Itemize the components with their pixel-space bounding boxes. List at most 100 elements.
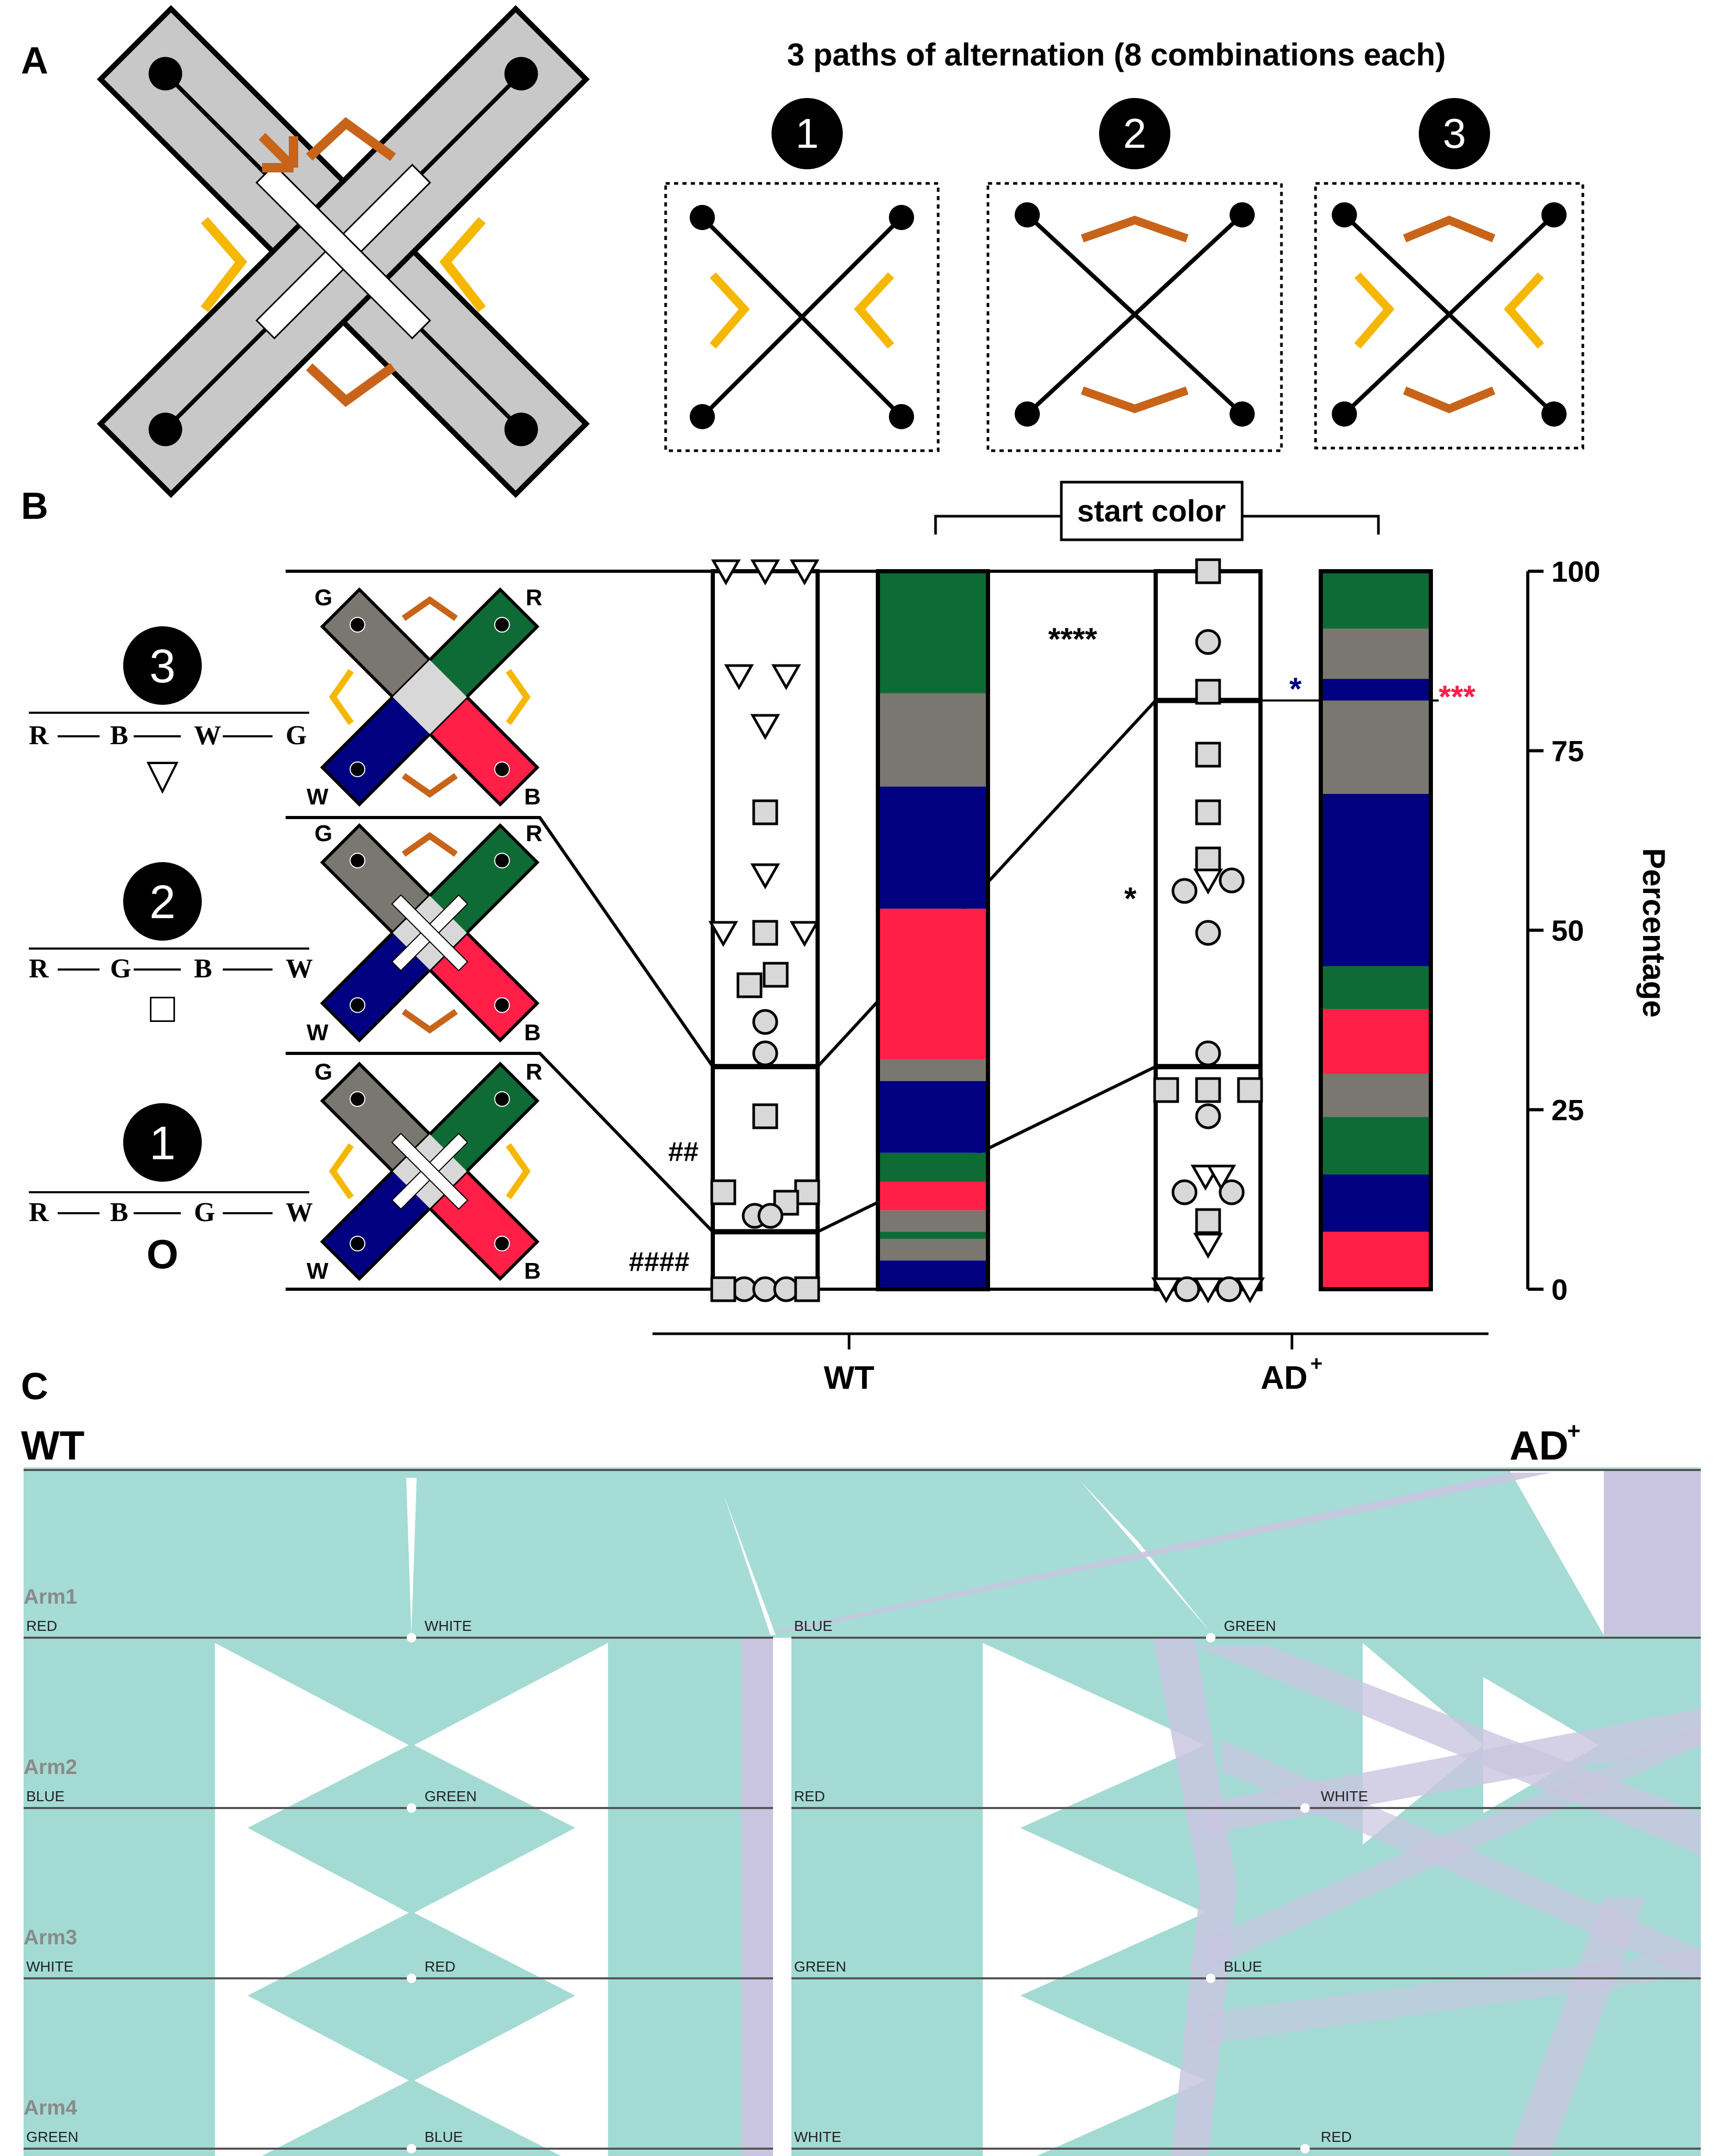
wt-arm1-left: RED — [26, 1618, 57, 1634]
arm-letter-b-2: B — [524, 1020, 541, 1046]
point-circle-13 — [752, 1009, 778, 1035]
wt-color-bar-seg-8 — [878, 908, 988, 1060]
arm-letter-w-3: W — [307, 784, 329, 810]
legend-3-number: 3 — [149, 640, 176, 693]
point-circle-22 — [731, 1276, 757, 1302]
point-triangle-2 — [789, 559, 820, 586]
path-number-2-text: 2 — [1123, 110, 1147, 157]
wt-color-bar-seg-9 — [878, 787, 988, 909]
legend-2-seq-3: W — [286, 954, 313, 984]
arm-letters: G R W B G R W B G R W B — [307, 585, 542, 1284]
legend-2-number: 2 — [149, 876, 176, 929]
point-square-11 — [763, 962, 789, 988]
point-circle-14 — [752, 1040, 778, 1066]
wt-hash-upper: ## — [668, 1137, 699, 1167]
ad-color-bar-seg-7 — [1321, 700, 1431, 794]
path-1-diagram — [664, 182, 940, 452]
point-square-15 — [752, 1103, 778, 1129]
point-square-9 — [752, 920, 778, 946]
point-square-39 — [1153, 1077, 1179, 1103]
arm-label-4: Arm4 — [24, 2096, 78, 2119]
arm-letter-b-3: B — [524, 784, 541, 810]
point-triangle-0 — [711, 559, 741, 586]
wt-color-bar-seg-11 — [878, 571, 988, 693]
point-triangle-5 — [750, 714, 780, 741]
point-square-26 — [710, 1276, 736, 1302]
wt-color-bar-seg-4 — [878, 1181, 988, 1211]
ad-star-blue: * — [1289, 671, 1302, 706]
point-square-32 — [1195, 799, 1221, 825]
point-circle-43 — [1171, 1179, 1198, 1205]
ad-color-bar-seg-5 — [1321, 966, 1431, 1009]
path-number-1-text: 1 — [796, 110, 819, 157]
point-square-33 — [1195, 846, 1221, 873]
point-square-28 — [1195, 558, 1221, 584]
wt-arm2-right: GREEN — [425, 1788, 477, 1804]
ad-star-mid: * — [1124, 881, 1137, 916]
wt-arm1-right: WHITE — [425, 1618, 472, 1634]
point-circle-35 — [1219, 867, 1245, 894]
point-triangle-36 — [1193, 868, 1223, 895]
point-square-16 — [710, 1179, 736, 1205]
node-labels: RED WHITE BLUE GREEN WHITE RED GREEN BLU… — [26, 1618, 1368, 2145]
point-square-27 — [794, 1276, 820, 1302]
wt-color-bar-seg-7 — [878, 1059, 988, 1081]
point-square-47 — [1195, 1208, 1221, 1234]
path-3-diagram — [1314, 182, 1584, 450]
colored-x-2 — [320, 823, 540, 1043]
point-circle-37 — [1195, 920, 1221, 946]
x-maze-diagram — [96, 5, 590, 498]
alluvial-diagram — [24, 1467, 1701, 2156]
point-triangle-10 — [789, 921, 820, 948]
y-tick-label-50: 50 — [1551, 914, 1584, 947]
point-triangle-1 — [750, 559, 780, 586]
ad-color-bar-seg-1 — [1321, 1174, 1431, 1232]
legend-2-seq-2: B — [194, 954, 212, 984]
legend-3-symbol: ▽ — [146, 751, 179, 798]
ad-color-bar-seg-9 — [1321, 628, 1431, 679]
point-circle-24 — [773, 1276, 799, 1302]
legend-1-seq-1: B — [110, 1197, 128, 1227]
path-number-3: 3 — [1419, 98, 1490, 169]
ad-color-bar-outline — [1319, 569, 1433, 1291]
point-triangle-49 — [1151, 1277, 1181, 1304]
wt-color-bar-seg-10 — [878, 693, 988, 787]
ad-arm3-left: GREEN — [794, 1958, 846, 1975]
wt-color-bar-seg-6 — [878, 1081, 988, 1153]
y-tick-label-100: 100 — [1551, 555, 1600, 588]
path-number-3-text: 3 — [1443, 110, 1466, 157]
ad-color-bar-seg-3 — [1321, 1074, 1431, 1117]
arm-letter-g-2: G — [314, 821, 332, 846]
point-triangle-48 — [1193, 1233, 1223, 1259]
legend-3-seq-0: R — [29, 721, 49, 750]
arm-letter-r-2: R — [526, 821, 542, 846]
point-circle-38 — [1195, 1040, 1221, 1066]
path-legend-2: 2 R G B W □ — [29, 862, 313, 1031]
point-square-41 — [1237, 1077, 1263, 1103]
group-label-ad-sup: + — [1310, 1352, 1322, 1375]
panel-a-label: A — [21, 40, 48, 82]
wt-color-bar-seg-2 — [878, 1232, 988, 1239]
wt-arm4-right: BLUE — [425, 2129, 463, 2145]
start-color-label: start color — [1077, 494, 1226, 528]
path-2-diagram — [986, 182, 1283, 452]
y-axis-title: Percentage — [1636, 848, 1671, 1018]
ad-color-bar-seg-4 — [1321, 1009, 1431, 1074]
legend-3-seq-1: B — [110, 721, 128, 750]
path-number-1: 1 — [771, 98, 843, 169]
point-triangle-53 — [1235, 1277, 1265, 1304]
point-square-6 — [752, 799, 778, 825]
point-circle-52 — [1216, 1276, 1242, 1302]
panel-c-label: C — [21, 1366, 48, 1408]
point-square-17 — [794, 1179, 820, 1205]
ad-color-bar-seg-6 — [1321, 793, 1431, 966]
wt-color-bar-outline — [876, 569, 990, 1291]
point-circle-34 — [1171, 878, 1198, 904]
point-circle-50 — [1174, 1276, 1200, 1302]
legend-1-seq-0: R — [29, 1197, 49, 1227]
arm-label-3: Arm3 — [24, 1926, 77, 1949]
alluvial-axes — [24, 1469, 1701, 2150]
point-triangle-4 — [771, 664, 801, 691]
wt-color-bar-seg-5 — [878, 1152, 988, 1182]
node-dots — [407, 1633, 1310, 2153]
